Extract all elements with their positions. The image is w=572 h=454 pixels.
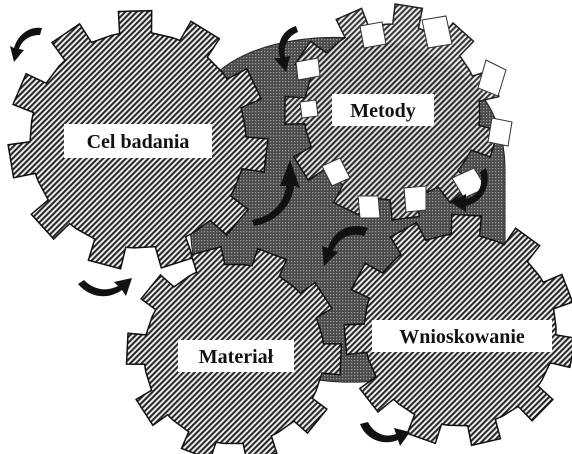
label-wnioskowanie-text: Wnioskowanie (399, 326, 525, 348)
label-metody: Metody (332, 94, 434, 126)
label-material: Materiał (178, 340, 294, 372)
rotation-arrow-icon (10, 28, 42, 62)
label-cel-badania: Cel badania (64, 124, 212, 158)
label-wnioskowanie: Wnioskowanie (372, 320, 552, 352)
label-material-text: Materiał (199, 346, 274, 368)
label-cel-badania-text: Cel badania (87, 131, 190, 153)
rotation-arrow-icon (360, 422, 410, 446)
label-metody-text: Metody (350, 100, 416, 122)
rotation-arrow-icon (78, 278, 132, 296)
